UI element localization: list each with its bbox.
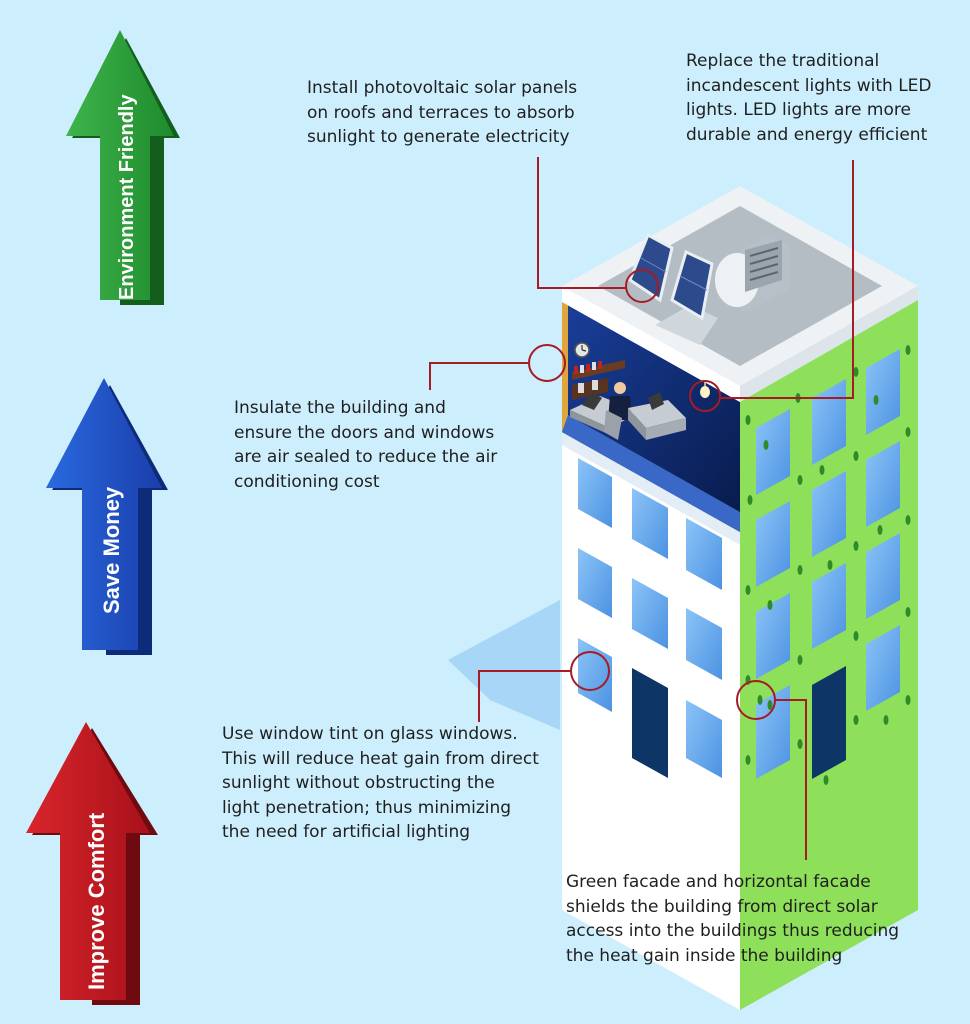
save-money-arrow <box>46 378 168 655</box>
solar-panels <box>628 232 718 345</box>
callout-led: Replace the traditional incandescent lig… <box>686 51 932 145</box>
callout-insulate: Insulate the building and ensure the doo… <box>234 398 498 492</box>
improve-comfort-label: Improve Comfort <box>84 812 109 990</box>
save-money-label: Save Money <box>99 486 124 614</box>
office-scene <box>570 342 710 440</box>
green-leaves <box>745 345 911 785</box>
left-windows <box>578 458 722 778</box>
ground-shadow <box>448 600 560 730</box>
environment-label: Environment Friendly <box>116 94 138 300</box>
environment-arrow <box>66 30 180 305</box>
callout-facade: Green facade and horizontal facade shiel… <box>566 872 900 966</box>
leader-lines <box>429 157 854 860</box>
ac-unit <box>715 236 790 312</box>
callout-tint: Use window tint on glass windows. This w… <box>222 724 539 842</box>
right-windows <box>756 349 900 779</box>
callout-solar: Install photovoltaic solar panels on roo… <box>307 78 578 147</box>
improve-comfort-arrow <box>26 722 158 1005</box>
